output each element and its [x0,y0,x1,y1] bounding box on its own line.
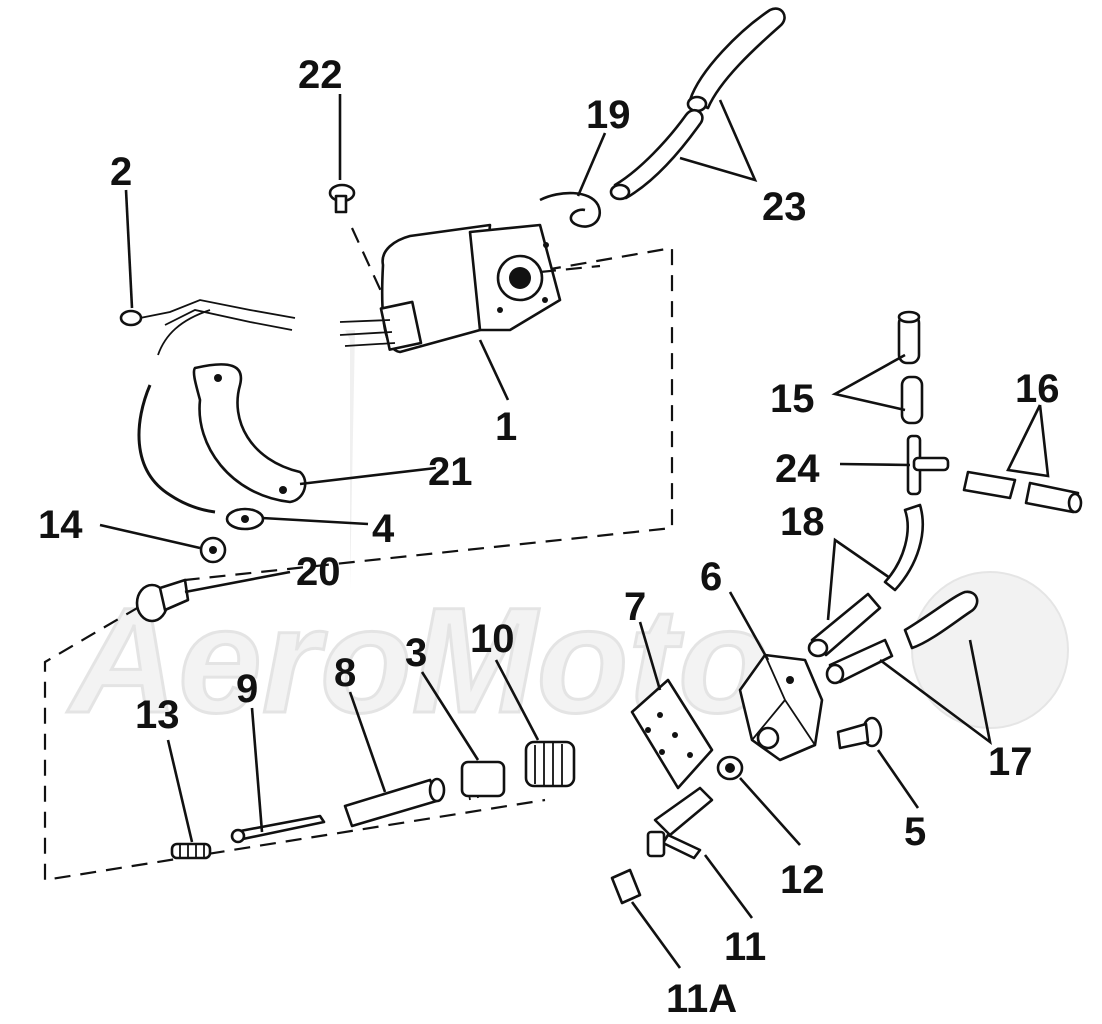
callout-labels: 2 22 1 19 23 21 4 14 20 15 16 24 18 6 7 … [38,53,1060,1021]
part-16-tubes [962,470,1083,514]
part-11-valve [646,786,714,860]
part-12-washer [716,755,744,781]
part-23-hoses [609,7,786,201]
part-17-hoses [825,590,979,685]
part-22-screw [328,183,356,214]
callout-5: 5 [904,810,926,854]
callout-8: 8 [334,651,356,695]
callout-11: 11 [724,925,766,969]
callout-23: 23 [762,185,807,229]
callout-10: 10 [470,617,515,661]
part-21-bracket [192,363,307,504]
part-14-star-washer [199,536,227,564]
callout-6: 6 [700,555,722,599]
callout-21: 21 [428,450,473,494]
group-outline-upper [184,246,674,582]
part-19-clip [539,191,601,228]
callout-14: 14 [38,503,83,547]
callout-12: 12 [780,858,825,902]
part-1-guide [539,264,601,274]
watermark-spire [345,330,355,590]
callout-18: 18 [780,500,825,544]
part-20-screw [135,578,190,623]
part-9-pin [230,814,326,844]
callout-3: 3 [405,631,427,675]
group-outline-lower [43,579,546,882]
part-10-bearing [524,740,576,788]
callout-20: 20 [296,550,341,594]
watermark-wheel-icon [911,571,1069,729]
callout-19: 19 [586,93,631,137]
callout-17: 17 [988,740,1033,784]
part-1-motor [339,223,562,354]
callout-7: 7 [624,585,646,629]
callout-24: 24 [775,447,820,491]
leader-lines [99,94,1050,969]
callout-1: 1 [495,405,517,449]
part-2-wire-lead [119,299,296,356]
part-3-spring [460,760,506,801]
part-7-diaphragm [630,678,714,790]
callout-4: 4 [372,507,395,551]
callout-9: 9 [236,667,258,711]
part-24-tee-fitting [906,434,950,496]
part-22-guide [351,227,386,301]
part-13-spring [170,842,212,860]
callout-15: 15 [770,377,815,421]
callout-11a: 11A [666,977,737,1021]
part-5-screw [836,716,883,750]
part-6-fuel-pump [738,653,824,762]
callout-2: 2 [110,150,132,194]
part-8-sleeve [343,777,446,828]
callout-16: 16 [1015,367,1060,411]
callout-13: 13 [135,693,180,737]
part-11a-cap [610,868,642,905]
part-15-tubes [897,310,924,425]
part-18-hoses [807,503,924,658]
callout-22: 22 [298,53,343,97]
